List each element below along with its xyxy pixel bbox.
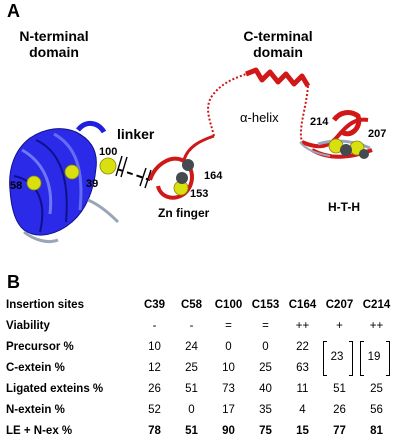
table-cell: 17 bbox=[222, 403, 235, 416]
table-cell: + bbox=[336, 319, 343, 332]
site-label-207: 207 bbox=[368, 128, 387, 140]
table-cell: 24 bbox=[185, 340, 198, 353]
table-cell: 75 bbox=[259, 424, 272, 437]
table-cell: 25 bbox=[370, 382, 383, 395]
table-cell: 12 bbox=[148, 361, 161, 374]
n-terminal-domain-structure bbox=[9, 121, 120, 244]
header-c207: C207 bbox=[325, 298, 354, 311]
table-row-viability: Viability - - = = ++ + ++ bbox=[6, 315, 395, 336]
protein-structure-diagram bbox=[9, 67, 373, 244]
header-c164: C164 bbox=[288, 298, 317, 311]
table-cell: 51 bbox=[185, 424, 198, 437]
header-c100: C100 bbox=[214, 298, 243, 311]
table-cell: 73 bbox=[222, 382, 235, 395]
table-cell: 51 bbox=[185, 382, 198, 395]
table-cell: 56 bbox=[370, 403, 383, 416]
hth-label: H-T-H bbox=[328, 200, 360, 214]
site-label-153: 153 bbox=[190, 188, 209, 200]
table-cell: 78 bbox=[148, 424, 161, 437]
row-label: Precursor % bbox=[6, 340, 74, 353]
site-ball-100 bbox=[99, 157, 117, 175]
table-cell: 25 bbox=[259, 361, 272, 374]
table-row-c-extein: C-extein % 12 25 10 25 63 bbox=[6, 357, 395, 378]
table-cell: 52 bbox=[148, 403, 161, 416]
site-label-214: 214 bbox=[310, 116, 329, 128]
table-cell: 35 bbox=[259, 403, 272, 416]
header-c153: C153 bbox=[251, 298, 280, 311]
table-cell: 81 bbox=[370, 424, 383, 437]
table-row-precursor: Precursor % 10 24 0 0 22 bbox=[6, 336, 395, 357]
row-label: C-extein % bbox=[6, 361, 65, 374]
table-cell: 0 bbox=[262, 340, 269, 353]
merged-value-c214: 19 bbox=[367, 351, 381, 363]
site-label-58: 58 bbox=[10, 180, 23, 192]
insertion-site-markers bbox=[26, 138, 369, 196]
site-ball-164 bbox=[182, 159, 194, 171]
site-label-39: 39 bbox=[86, 178, 99, 190]
merged-bracket-c214 bbox=[360, 341, 390, 376]
n-terminal-domain-title: N-terminal domain bbox=[6, 28, 102, 60]
zn-finger-label: Zn finger bbox=[158, 206, 210, 220]
table-cell: 15 bbox=[296, 424, 309, 437]
table-cell: 11 bbox=[296, 382, 309, 395]
table-cell: ++ bbox=[295, 319, 310, 332]
site-ball-58 bbox=[26, 175, 42, 191]
alpha-helix-label: α-helix bbox=[240, 110, 279, 125]
n-domain-title-line2: domain bbox=[29, 44, 79, 60]
table-cell: - bbox=[189, 319, 194, 332]
table-cell: 77 bbox=[333, 424, 346, 437]
table-cell: 51 bbox=[333, 382, 346, 395]
table-cell: 10 bbox=[148, 340, 161, 353]
table-cell: 0 bbox=[188, 403, 195, 416]
merged-value-c207: 23 bbox=[330, 351, 344, 363]
table-cell: 26 bbox=[333, 403, 346, 416]
header-c58: C58 bbox=[180, 298, 203, 311]
row-label: N-extein % bbox=[6, 403, 65, 416]
table-cell: 90 bbox=[222, 424, 235, 437]
table-cell: = bbox=[262, 319, 269, 332]
c-domain-title-line2: domain bbox=[253, 44, 303, 60]
table-cell: 0 bbox=[225, 340, 232, 353]
table-cell: 22 bbox=[296, 340, 309, 353]
c-terminal-domain-structure bbox=[148, 67, 373, 200]
c-terminal-domain-title: C-terminal domain bbox=[228, 28, 328, 60]
table-cell: 4 bbox=[299, 403, 306, 416]
row-label: Viability bbox=[6, 319, 50, 332]
table-cell: 26 bbox=[148, 382, 161, 395]
panel-a-letter: A bbox=[7, 1, 20, 21]
linker-dashes bbox=[107, 155, 152, 189]
header-c214: C214 bbox=[362, 298, 391, 311]
insertion-sites-table: Insertion sites C39 C58 C100 C153 C164 C… bbox=[6, 294, 395, 441]
panel-b-letter: B bbox=[7, 272, 20, 292]
row-label: LE + N-ex % bbox=[6, 424, 73, 437]
table-row-n-extein: N-extein % 52 0 17 35 4 26 56 bbox=[6, 399, 395, 420]
table-row-le-n-ex: LE + N-ex % 78 51 90 75 15 77 81 bbox=[6, 420, 395, 441]
table-cell: 40 bbox=[259, 382, 272, 395]
site-label-100: 100 bbox=[99, 146, 118, 158]
site-label-164: 164 bbox=[204, 170, 223, 182]
table-cell: = bbox=[225, 319, 232, 332]
table-row-ligated-exteins: Ligated exteins % 26 51 73 40 11 51 25 bbox=[6, 378, 395, 399]
site-ball-39 bbox=[64, 164, 80, 180]
n-domain-title-line1: N-terminal bbox=[19, 28, 89, 44]
table-cell: 25 bbox=[185, 361, 198, 374]
table-cell: 10 bbox=[222, 361, 235, 374]
table-cell: ++ bbox=[369, 319, 384, 332]
table-cell: - bbox=[152, 319, 157, 332]
merged-bracket-c207 bbox=[323, 341, 353, 376]
linker-label: linker bbox=[117, 126, 155, 142]
table-cell: 63 bbox=[296, 361, 309, 374]
header-insertion-sites: Insertion sites bbox=[6, 298, 84, 311]
row-label: Ligated exteins % bbox=[6, 382, 104, 395]
header-c39: C39 bbox=[143, 298, 166, 311]
table-header-row: Insertion sites C39 C58 C100 C153 C164 C… bbox=[6, 294, 395, 315]
c-domain-title-line1: C-terminal bbox=[243, 28, 313, 44]
